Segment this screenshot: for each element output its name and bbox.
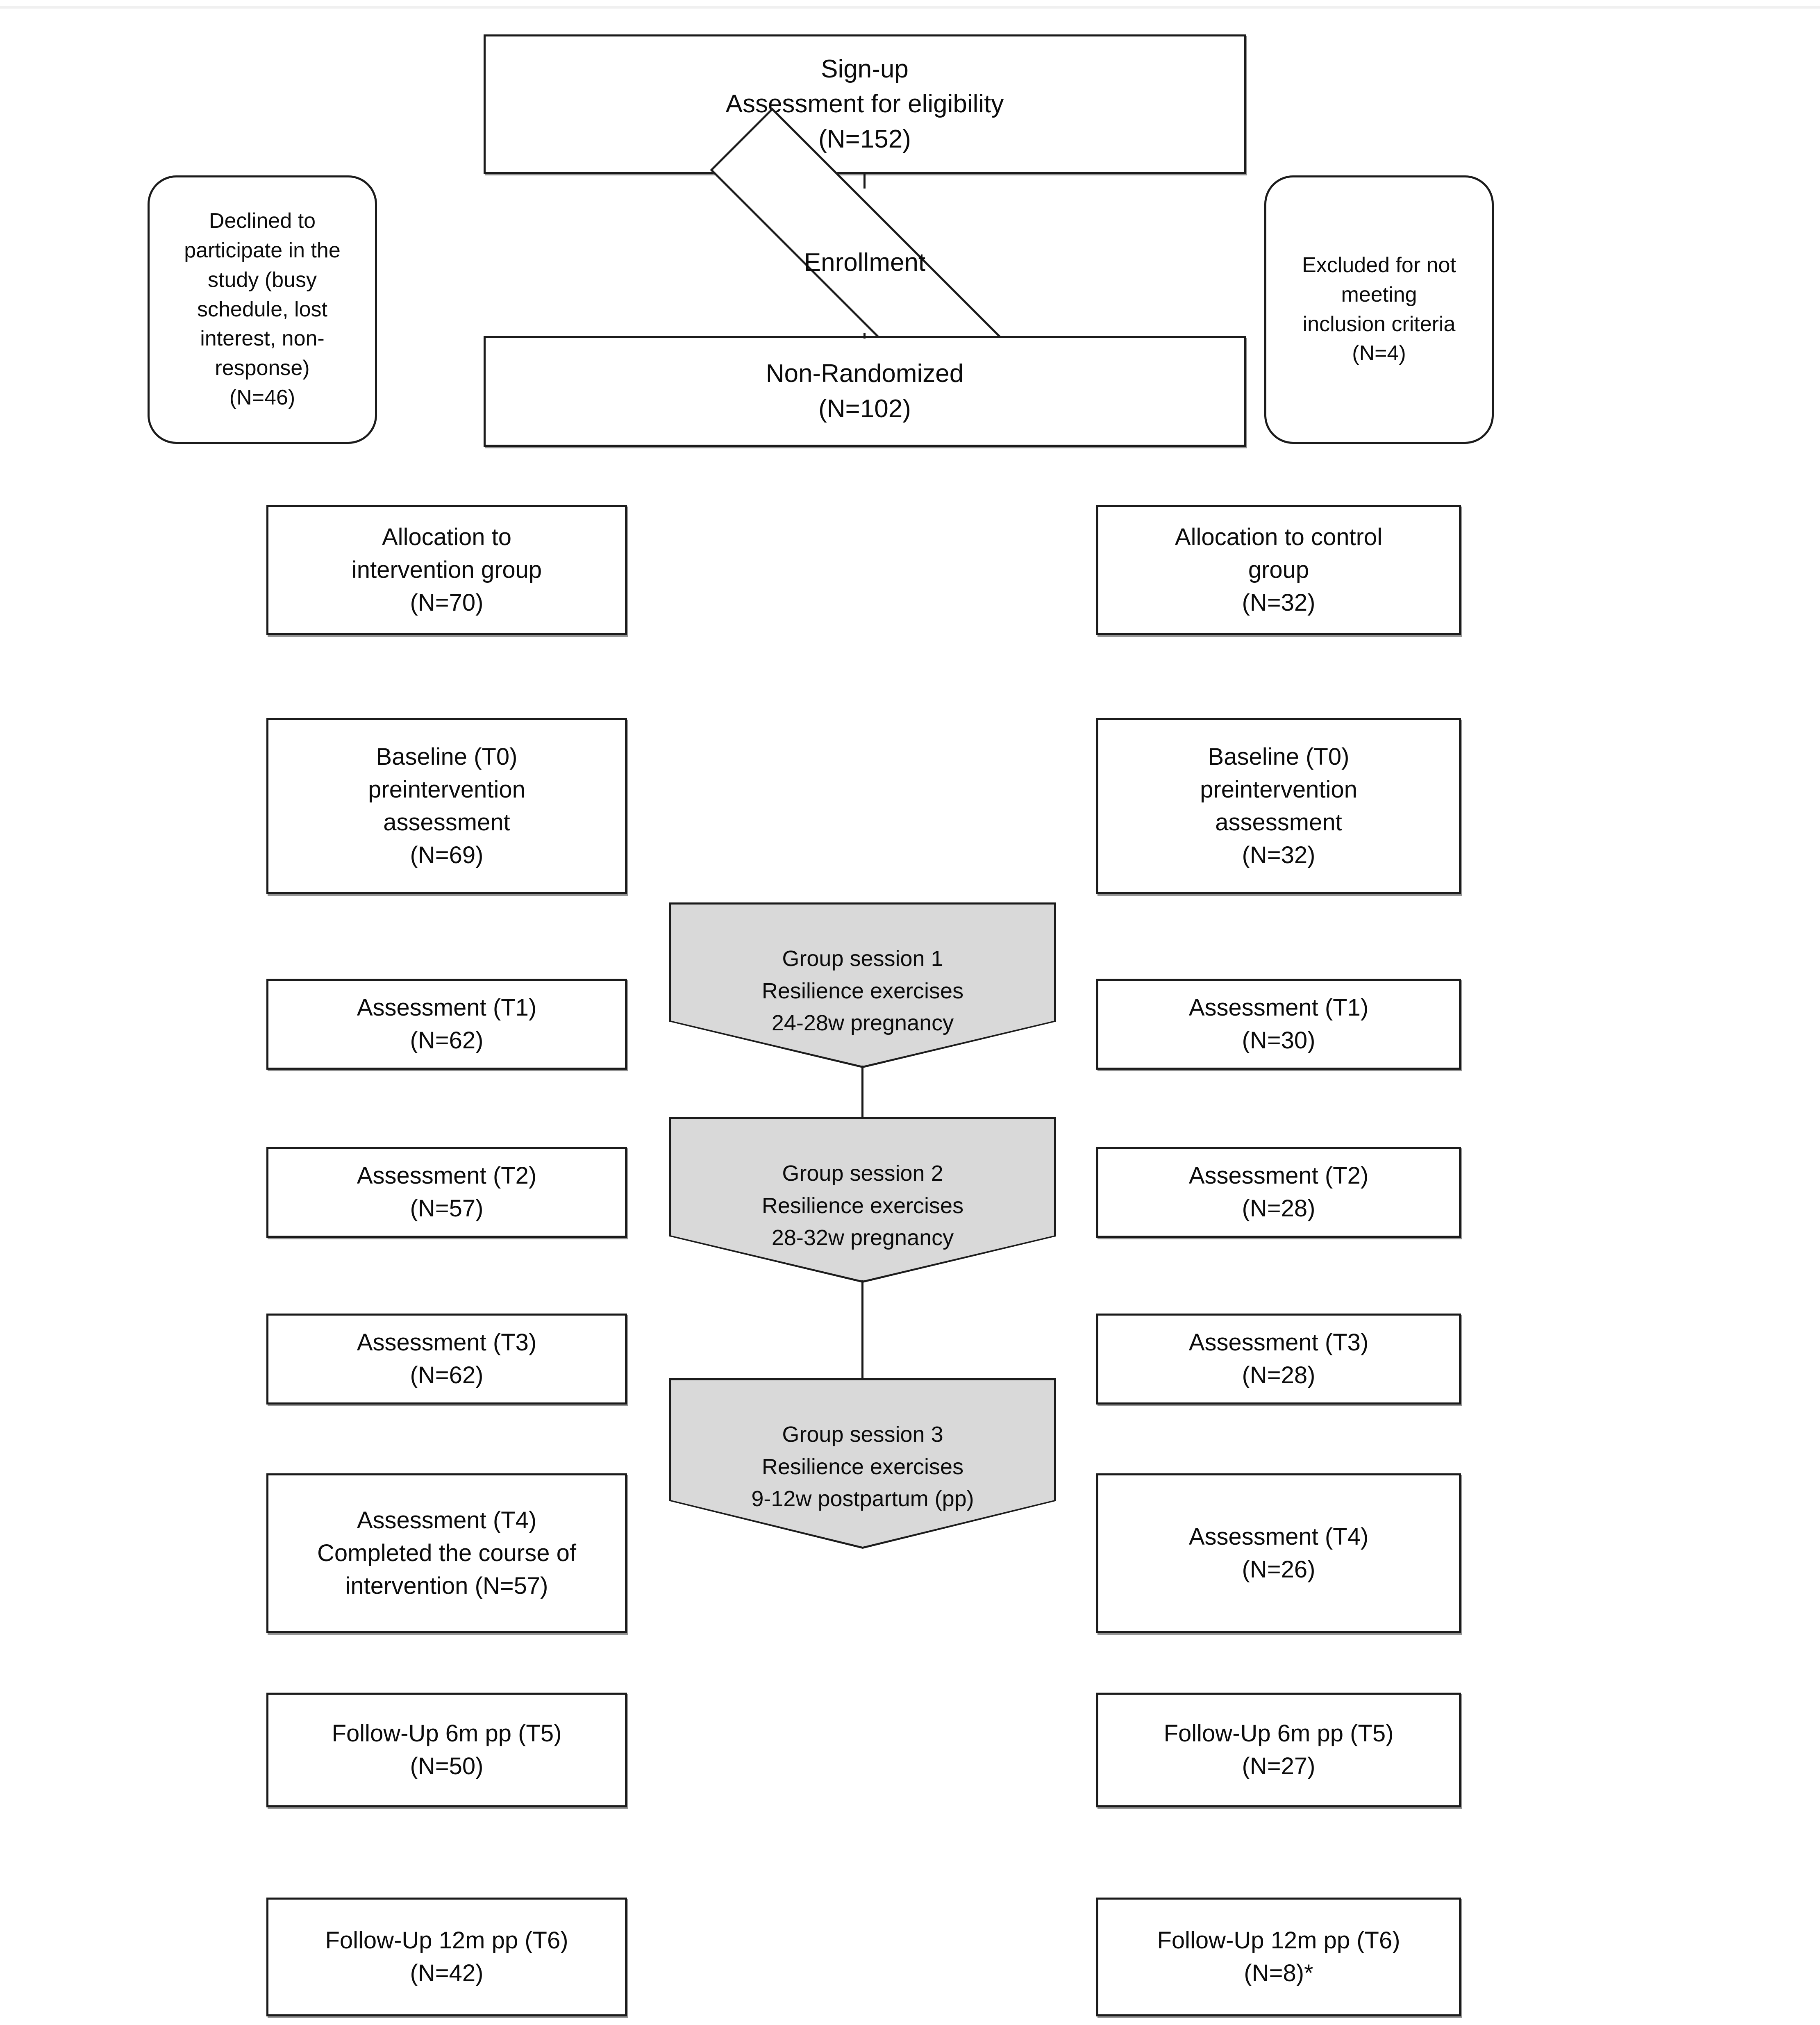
node-assessment-t4-intervention: Assessment (T4) Completed the course of …	[266, 1473, 627, 1633]
enrollment-label: Enrollment	[804, 248, 926, 277]
node-excluded-not-meeting-criteria: Excluded for not meeting inclusion crite…	[1264, 175, 1494, 444]
node-assessment-t2-control: Assessment (T2) (N=28)	[1096, 1147, 1461, 1238]
connector-session2-to-session3	[861, 1280, 863, 1379]
node-group-session-2: Group session 2 Resilience exercises 28-…	[671, 1119, 1054, 1281]
node-allocation-control: Allocation to control group (N=32)	[1096, 505, 1461, 635]
node-assessment-t4-control: Assessment (T4) (N=26)	[1096, 1473, 1461, 1633]
node-followup-12m-control: Follow-Up 12m pp (T6) (N=8)*	[1096, 1898, 1461, 2016]
node-baseline-control: Baseline (T0) preintervention assessment…	[1096, 718, 1461, 894]
node-followup-12m-intervention: Follow-Up 12m pp (T6) (N=42)	[266, 1898, 627, 2016]
connector-enrollment-to-nonrandomized	[863, 333, 866, 339]
node-followup-6m-control: Follow-Up 6m pp (T5) (N=27)	[1096, 1693, 1461, 1807]
node-assessment-t3-intervention: Assessment (T3) (N=62)	[266, 1314, 627, 1405]
node-baseline-intervention: Baseline (T0) preintervention assessment…	[266, 718, 627, 894]
node-assessment-t3-control: Assessment (T3) (N=28)	[1096, 1314, 1461, 1405]
node-declined-to-participate: Declined to participate in the study (bu…	[148, 175, 377, 444]
top-rule-divider	[0, 6, 1820, 9]
node-group-session-3: Group session 3 Resilience exercises 9-1…	[671, 1380, 1054, 1547]
node-assessment-t1-control: Assessment (T1) (N=30)	[1096, 979, 1461, 1070]
connector-session1-to-session2	[861, 1066, 863, 1119]
group-session-2-label: Group session 2 Resilience exercises 28-…	[761, 1161, 964, 1250]
node-group-session-1: Group session 1 Resilience exercises 24-…	[671, 905, 1054, 1066]
group-session-3-label: Group session 3 Resilience exercises 9-1…	[751, 1422, 974, 1511]
group-session-1-label: Group session 1 Resilience exercises 24-…	[761, 946, 964, 1035]
node-allocation-intervention: Allocation to intervention group (N=70)	[266, 505, 627, 635]
connector-signup-to-enrollment	[863, 174, 866, 189]
node-assessment-t2-intervention: Assessment (T2) (N=57)	[266, 1147, 627, 1238]
node-enrollment-diamond: Enrollment	[563, 107, 1166, 417]
node-signup: Sign-up Assessment for eligibility (N=15…	[484, 34, 1246, 174]
node-non-randomized: Non-Randomized (N=102)	[484, 336, 1246, 447]
node-followup-6m-intervention: Follow-Up 6m pp (T5) (N=50)	[266, 1693, 627, 1807]
node-assessment-t1-intervention: Assessment (T1) (N=62)	[266, 979, 627, 1070]
